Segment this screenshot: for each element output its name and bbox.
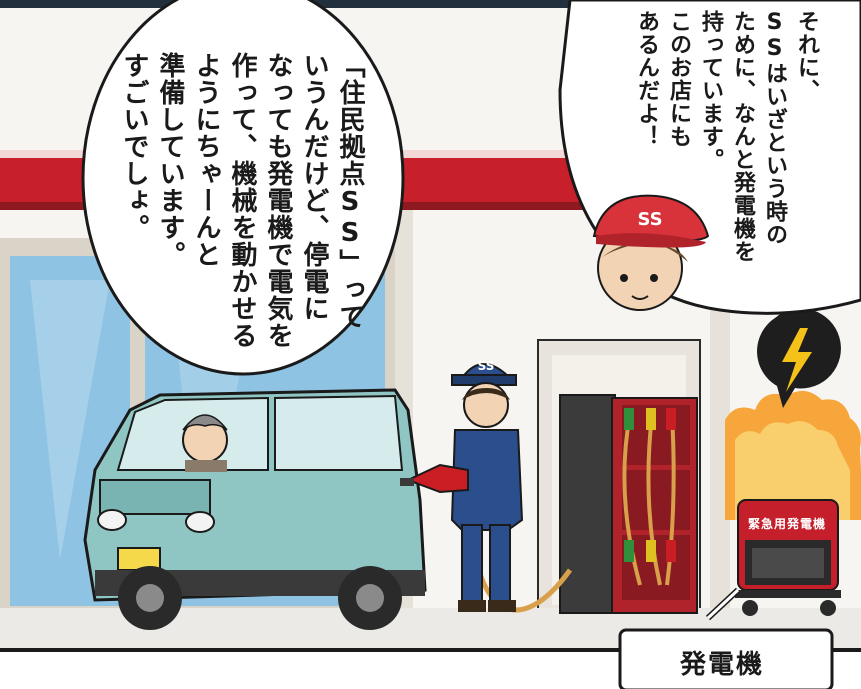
narration-line: なっても発電機で電気を [263, 52, 293, 349]
narration-line: 「住民拠点SS」って [335, 52, 365, 330]
narration-bubble [81, 0, 405, 376]
callout-label: 発電機 [680, 650, 765, 680]
generator-burst [725, 390, 861, 520]
narration-line: 準備しています。 [155, 52, 185, 268]
staff-line: ために、なんと発電機を [730, 10, 755, 263]
staff-head [592, 194, 710, 311]
narration-line: いうんだけど、停電に [299, 52, 329, 322]
fuel-dispenser [559, 394, 698, 614]
lightning-icon [782, 328, 812, 392]
lightning-bubble [757, 308, 841, 408]
attendant [400, 363, 524, 612]
staff-line: それに、 [794, 10, 819, 102]
staff-cap-logo: SS [637, 209, 662, 230]
attendant-cap-logo: SS [478, 359, 495, 373]
narration-text: 「住民拠点SS」って いうんだけど、停電に なっても発電機で電気を 作って、機械… [116, 52, 368, 362]
narration-line: 作って、機械を動かせる [227, 52, 257, 349]
staff-line: 持っています。 [698, 10, 723, 171]
staff-line: このお店にも [666, 10, 691, 148]
car [83, 388, 427, 630]
generator-callout [618, 628, 834, 689]
generator-label: 緊急用発電機 [748, 517, 827, 531]
staff-line: SSはいざという時の [762, 10, 787, 246]
narration-line: すごいでしょ。 [119, 52, 149, 241]
staff-line: あるんだよ！ [634, 10, 659, 148]
narration-line: ようにちゃーんと [191, 52, 221, 268]
emergency-generator [735, 499, 841, 616]
staff-text: それに、 SSはいざという時の ために、なんと発電機を 持っています。 このお店… [630, 10, 822, 270]
